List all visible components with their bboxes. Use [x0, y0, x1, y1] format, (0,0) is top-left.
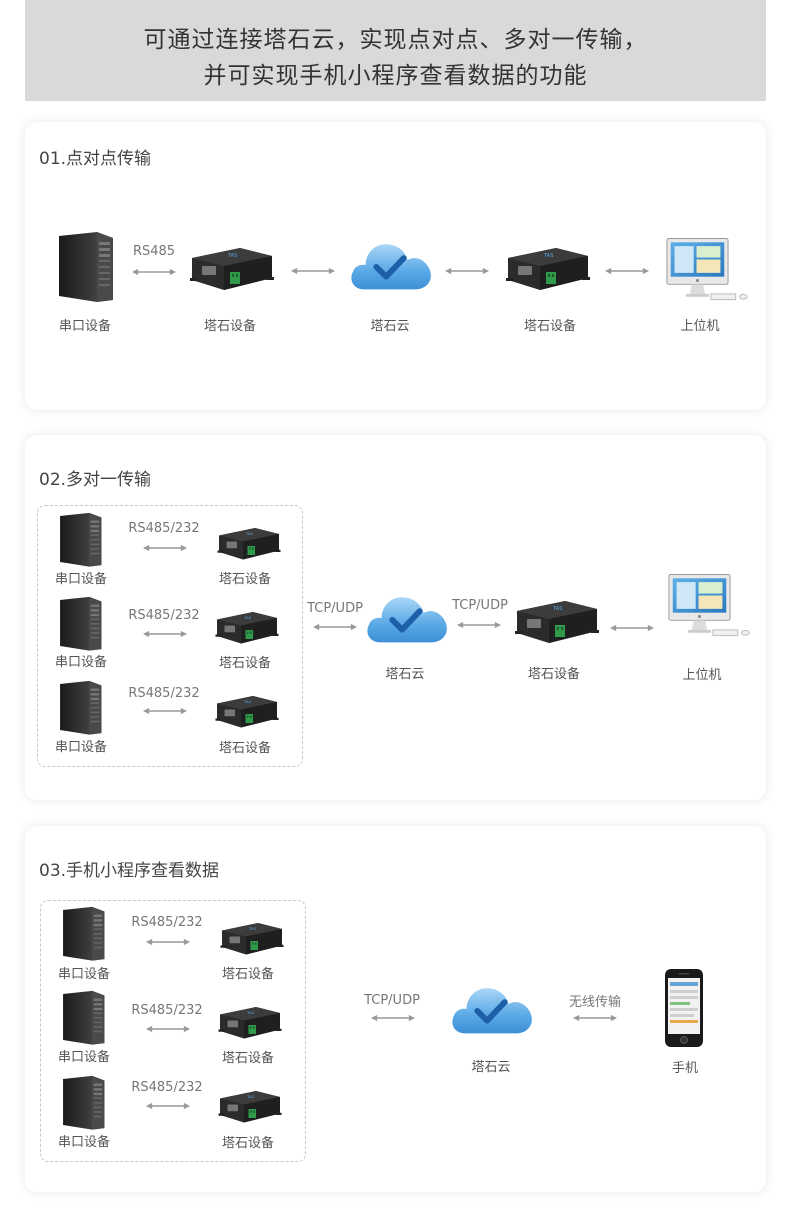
cloud-label: 塔石云: [471, 1060, 511, 1075]
section-point-to-point: 01.点对点传输 串口设备 RS485 塔石设备 塔石云 塔石设备 上位机: [25, 122, 766, 410]
host-label: 上位机: [680, 319, 720, 334]
serial-device-icon: [215, 609, 279, 645]
double-arrow-icon: [445, 267, 489, 275]
serial-device-icon: [190, 244, 274, 292]
double-arrow-icon: [143, 630, 187, 638]
serial-device-label: 串口设备: [54, 572, 108, 587]
phone-label: 手机: [671, 1061, 699, 1076]
double-arrow-icon: [573, 1014, 617, 1022]
header-banner: 可通过连接塔石云，实现点对点、多对一传输， 并可实现手机小程序查看数据的功能: [25, 0, 766, 101]
host-label: 上位机: [682, 668, 722, 683]
protocol-label: TCP/UDP: [364, 993, 420, 1008]
device-group-box: [37, 505, 303, 767]
desktop-monitor-icon: [667, 571, 753, 641]
server-tower-icon: [60, 905, 106, 961]
smartphone-icon: [664, 968, 704, 1048]
cloud-label: 塔石云: [385, 667, 425, 682]
cloud-check-icon: [347, 234, 435, 294]
protocol-label: TCP/UDP: [307, 601, 363, 616]
protocol-label: RS485/232: [131, 1080, 203, 1095]
device-group-box: [40, 900, 306, 1162]
protocol-label: TCP/UDP: [452, 598, 508, 613]
protocol-label: RS485/232: [128, 608, 200, 623]
device-label: 塔石设备: [218, 572, 272, 587]
device-label: 塔石设备: [203, 319, 257, 334]
device-label: 塔石设备: [218, 741, 272, 756]
serial-device-icon: [215, 693, 279, 729]
device-label: 塔石设备: [527, 667, 581, 682]
double-arrow-icon: [371, 1014, 415, 1022]
double-arrow-icon: [313, 623, 357, 631]
serial-device-label: 串口设备: [57, 967, 111, 982]
protocol-label: RS485: [132, 244, 176, 259]
server-tower-icon: [55, 230, 115, 302]
double-arrow-icon: [132, 268, 176, 276]
server-tower-icon: [57, 679, 103, 735]
section-title: 03.手机小程序查看数据: [39, 861, 220, 881]
serial-device-label: 串口设备: [58, 319, 112, 334]
section-many-to-one: 02.多对一传输 串口设备 RS485/232 塔石设备 串口设备 RS485/…: [25, 435, 766, 800]
double-arrow-icon: [146, 938, 190, 946]
serial-device-label: 串口设备: [54, 655, 108, 670]
serial-device-icon: [217, 525, 281, 561]
cloud-check-icon: [448, 978, 536, 1038]
desktop-monitor-icon: [665, 235, 751, 305]
double-arrow-icon: [291, 267, 335, 275]
double-arrow-icon: [143, 544, 187, 552]
section-title: 01.点对点传输: [39, 149, 152, 169]
device-label: 塔石设备: [221, 1051, 275, 1066]
section-mobile-miniprogram: 03.手机小程序查看数据 串口设备 RS485/232 塔石设备 串口设备 RS…: [25, 826, 766, 1192]
serial-device-label: 串口设备: [54, 740, 108, 755]
protocol-label: RS485/232: [131, 1003, 203, 1018]
double-arrow-icon: [146, 1025, 190, 1033]
device-label: 塔石设备: [218, 656, 272, 671]
server-tower-icon: [57, 511, 103, 567]
serial-device-icon: [218, 1004, 282, 1040]
server-tower-icon: [57, 595, 103, 651]
cloud-check-icon: [363, 587, 451, 647]
serial-device-icon: [220, 920, 284, 956]
server-tower-icon: [60, 1074, 106, 1130]
serial-device-icon: [515, 597, 599, 645]
double-arrow-icon: [610, 624, 654, 632]
header-line-1: 可通过连接塔石云，实现点对点、多对一传输，: [143, 27, 648, 53]
serial-device-icon: [506, 244, 590, 292]
header-line-2: 并可实现手机小程序查看数据的功能: [203, 63, 588, 89]
cloud-label: 塔石云: [370, 319, 410, 334]
protocol-label: 无线传输: [568, 995, 622, 1010]
device-label: 塔石设备: [221, 1136, 275, 1151]
device-label: 塔石设备: [221, 967, 275, 982]
double-arrow-icon: [605, 267, 649, 275]
double-arrow-icon: [457, 621, 501, 629]
serial-device-label: 串口设备: [57, 1050, 111, 1065]
serial-device-label: 串口设备: [57, 1135, 111, 1150]
double-arrow-icon: [146, 1102, 190, 1110]
protocol-label: RS485/232: [128, 521, 200, 536]
device-label: 塔石设备: [523, 319, 577, 334]
protocol-label: RS485/232: [131, 915, 203, 930]
server-tower-icon: [60, 989, 106, 1045]
protocol-label: RS485/232: [128, 686, 200, 701]
section-title: 02.多对一传输: [39, 470, 152, 490]
double-arrow-icon: [143, 707, 187, 715]
serial-device-icon: [218, 1088, 282, 1124]
